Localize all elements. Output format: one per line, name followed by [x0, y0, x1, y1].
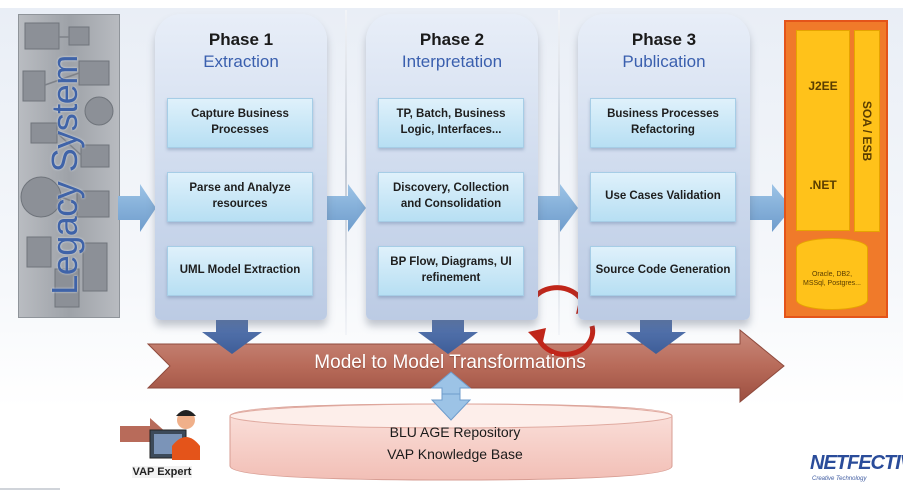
logo-wordmark: NETFECTIVE	[810, 452, 903, 474]
model-transformations-arrow	[146, 328, 785, 404]
phase-title: Phase 3	[631, 30, 697, 49]
legacy-system-icons	[20, 22, 114, 308]
step-box: Parse and Analyze resources	[167, 172, 313, 222]
phase-subtitle: Extraction	[203, 52, 279, 71]
step-box: Source Code Generation	[590, 246, 736, 296]
vap-expert-label: VAP Expert	[132, 466, 192, 478]
logo-tagline: Creative Technology	[812, 476, 867, 482]
netfective-logo: NETFECTIVE Creative Technology	[810, 452, 903, 492]
legacy-system-block: Legacy System	[18, 14, 120, 318]
arrow-phase2-to-phase3	[538, 184, 578, 232]
soa-esb-label: SOA / ESB	[860, 100, 874, 162]
phase-title: Phase 1	[208, 30, 274, 49]
down-arrow-phase2	[418, 318, 478, 354]
phase-1-panel: Phase 1 Extraction Capture Business Proc…	[155, 14, 327, 320]
dotnet-box: .NET	[796, 140, 850, 231]
database-cylinder: Oracle, DB2, MSSql, Postgres...	[796, 238, 868, 310]
phase-3-panel: Phase 3 Publication Business Processes R…	[578, 14, 750, 320]
j2ee-box: J2EE	[796, 30, 850, 142]
phase-2-panel: Phase 2 Interpretation TP, Batch, Busine…	[366, 14, 538, 320]
target-platform-block: J2EE .NET SOA / ESB Oracle, DB2, MSSql, …	[784, 20, 888, 318]
phase-title: Phase 2	[419, 30, 485, 49]
down-arrow-phase3	[626, 318, 686, 354]
step-box: UML Model Extraction	[167, 246, 313, 296]
phase-subtitle: Interpretation	[401, 52, 503, 71]
arrow-legacy-to-phase1	[118, 184, 156, 232]
repository-title: BLU AGE Repository	[389, 424, 521, 440]
step-box: BP Flow, Diagrams, UI refinement	[378, 246, 524, 296]
arrow-phase1-to-phase2	[326, 184, 366, 232]
phase-divider	[345, 10, 347, 335]
repository-subtitle: VAP Knowledge Base	[387, 446, 523, 462]
step-box: TP, Batch, Business Logic, Interfaces...	[378, 98, 524, 148]
step-box: Capture Business Processes	[167, 98, 313, 148]
soa-esb-box: SOA / ESB	[854, 30, 880, 232]
phase-subtitle: Publication	[622, 52, 706, 71]
vap-expert-icon	[149, 410, 200, 460]
arrow-phase3-to-target	[750, 184, 792, 232]
step-box: Discovery, Collection and Consolidation	[378, 172, 524, 222]
bottom-divider	[0, 488, 60, 490]
down-arrow-phase1	[202, 318, 262, 354]
step-box: Use Cases Validation	[590, 172, 736, 222]
step-box: Business Processes Refactoring	[590, 98, 736, 148]
phase-divider	[558, 10, 560, 335]
repo-sync-arrow	[430, 371, 472, 421]
model-transformations-label: Model to Model Transformations	[314, 352, 586, 373]
